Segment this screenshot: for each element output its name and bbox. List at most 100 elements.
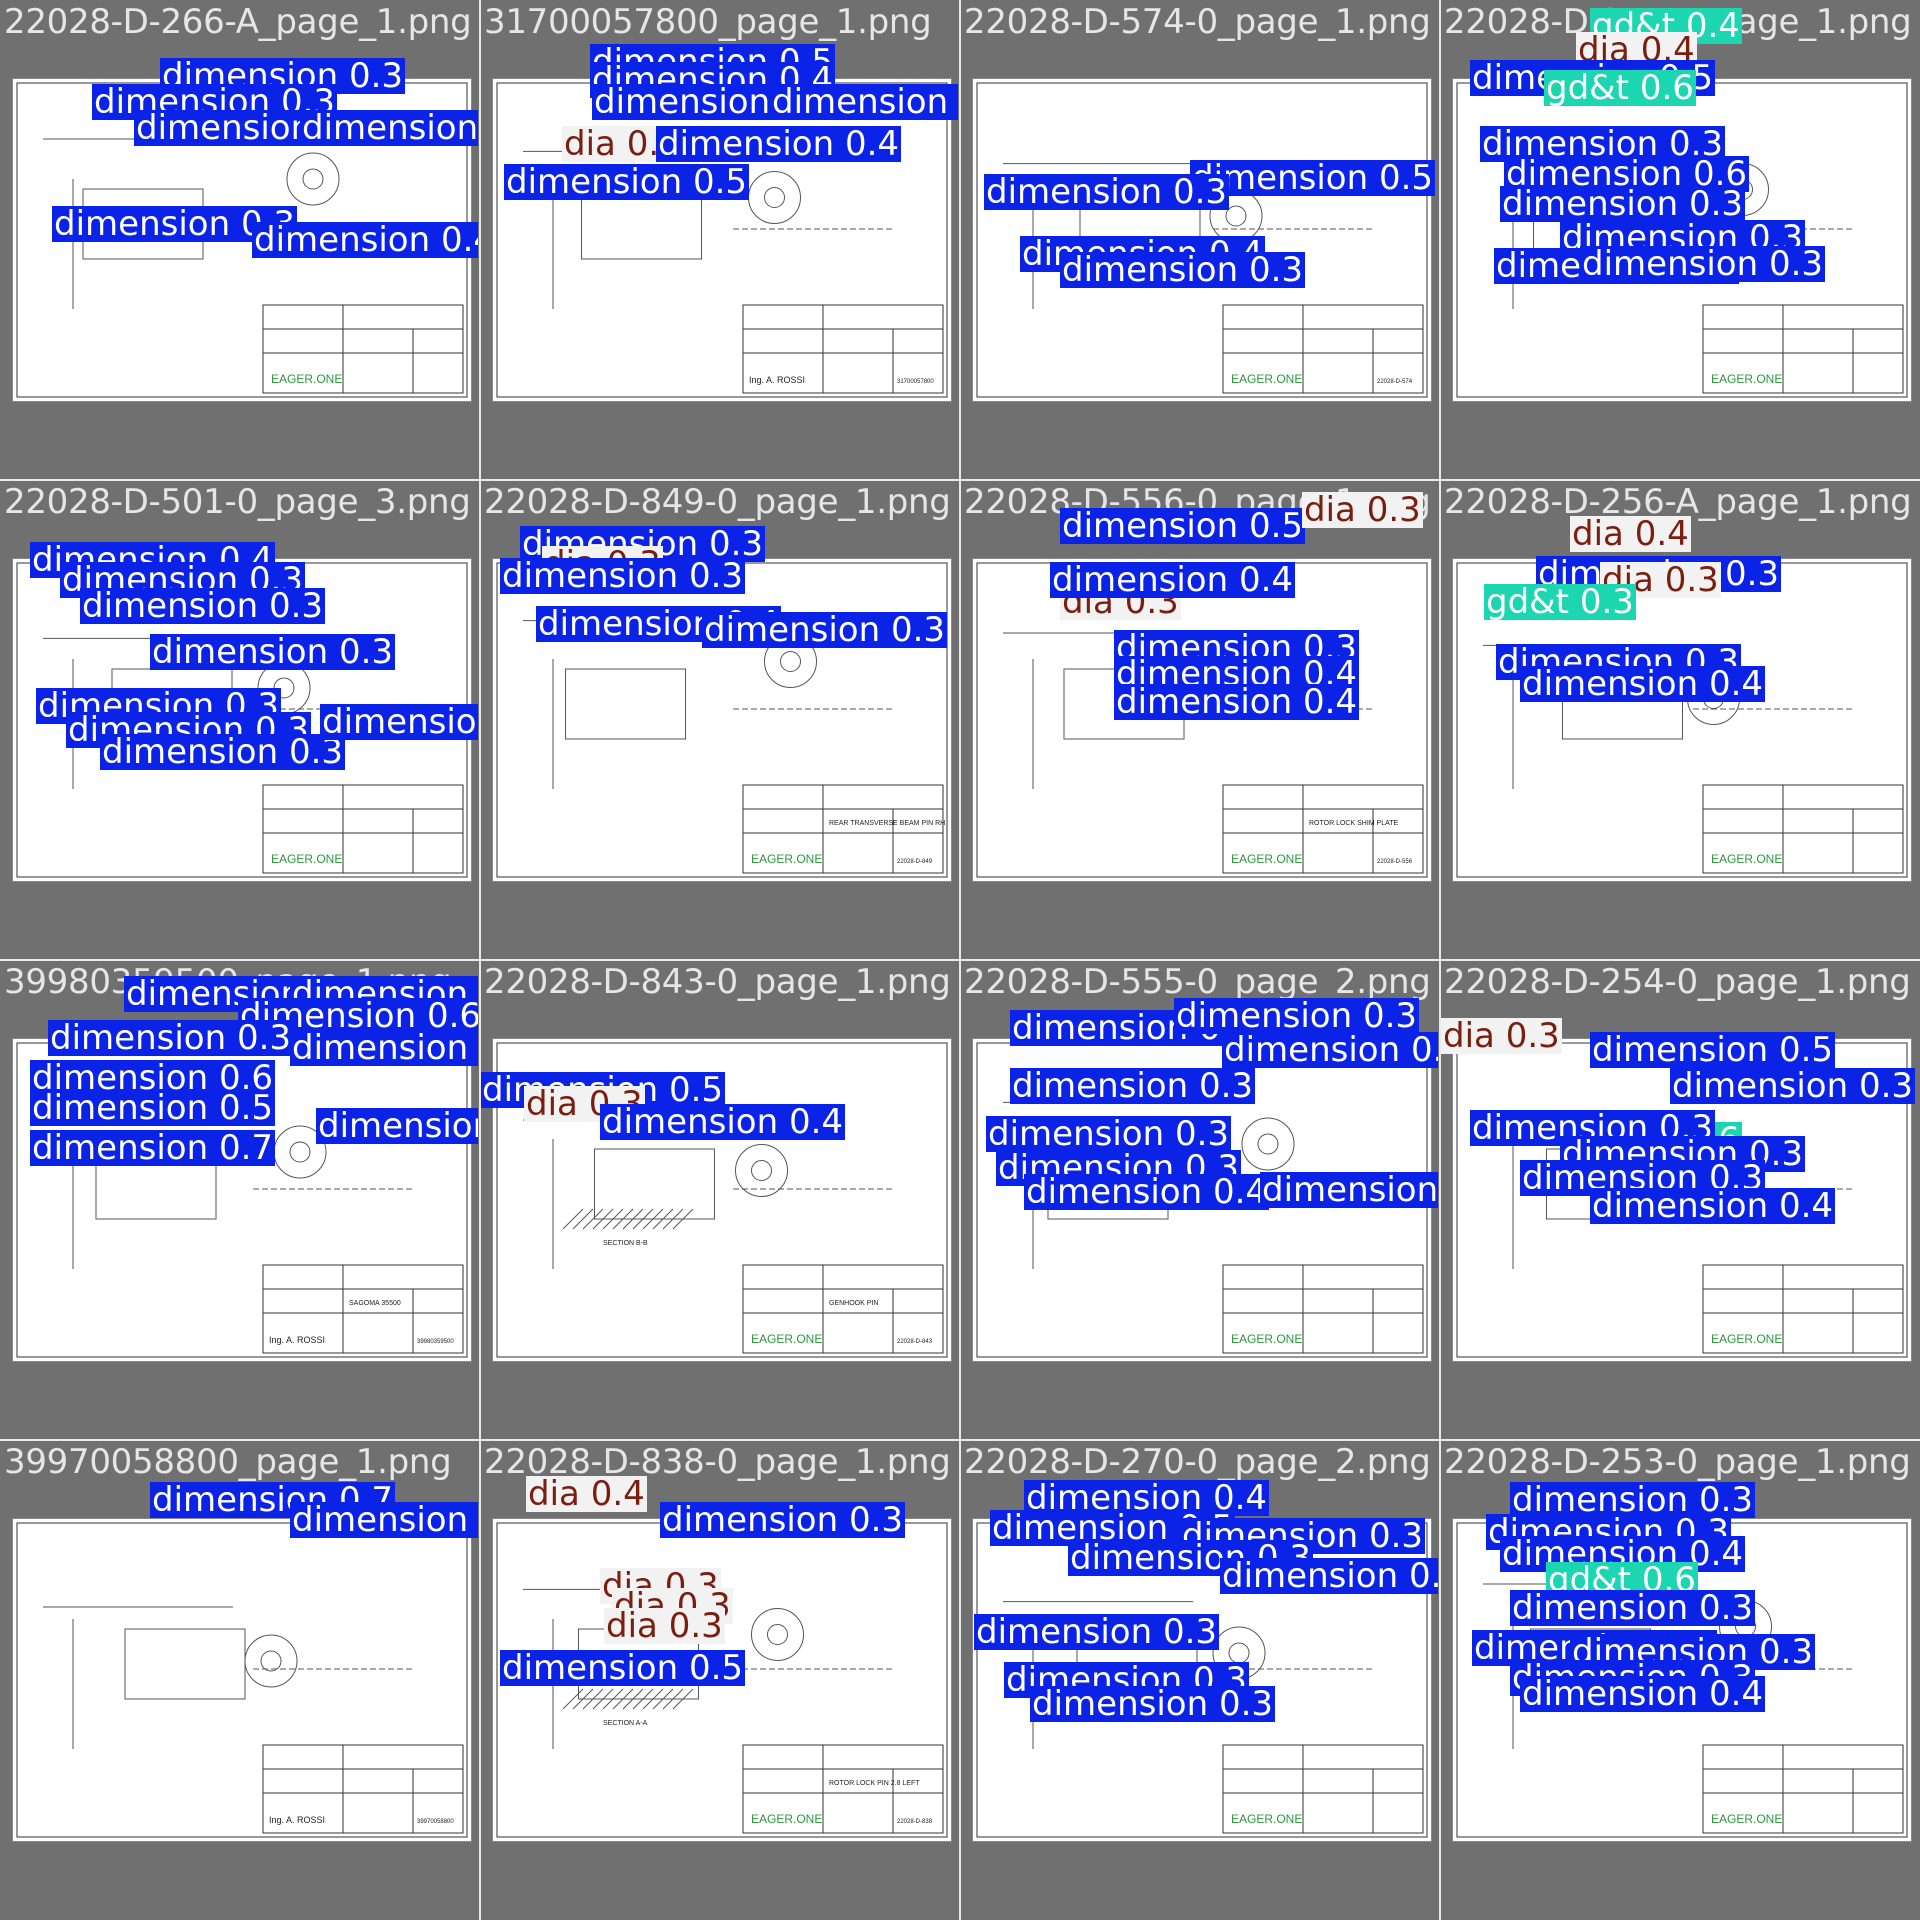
sheet-brand: EAGER.ONE bbox=[1231, 852, 1302, 866]
sheet-brand: EAGER.ONE bbox=[1711, 1332, 1782, 1346]
detection-class: dimension bbox=[152, 1480, 329, 1520]
tile-filename: 22028-D-263-A_page_1.png bbox=[1444, 2, 1912, 42]
detection-label-dimension: dimension 0.7 bbox=[150, 1480, 396, 1520]
drawing-geometry: ROTOR LOCK PIN 2.8 LEFT SECTION A-A EAGER.… bbox=[496, 1522, 948, 1838]
tile-filename: 22028-D-843-0_page_1.png bbox=[484, 962, 951, 1002]
drawing-geometry: REAR TRANSVERSE BEAM PIN RH EAGER.ONE 2202… bbox=[496, 562, 948, 878]
detection-label-dimension: dimension 0.3 bbox=[520, 526, 766, 562]
detection-confidence: 0.7 bbox=[338, 1480, 394, 1520]
detection-label-dimension: dimension 0.6 bbox=[238, 998, 478, 1034]
detection-confidence: 0.3 bbox=[1362, 996, 1418, 1036]
drawing-geometry: Ing. A. ROSSI 39970058800 bbox=[16, 1522, 468, 1838]
tile-filename: 22028-D-266-A_page_1.png bbox=[4, 2, 472, 42]
sheet-drawing-no: 31700057800 bbox=[897, 379, 934, 385]
detection-confidence: 0.4 bbox=[1212, 1478, 1268, 1518]
tile-filename: 22028-D-838-0_page_1.png bbox=[484, 1442, 951, 1482]
drawing-geometry: EAGER.ONE bbox=[1456, 82, 1908, 398]
detection-confidence: 0.5 bbox=[778, 42, 834, 82]
sheet-brand: Ing. A. ROSSI bbox=[749, 375, 805, 385]
drawing-sheet: EAGER.ONE bbox=[972, 1518, 1432, 1842]
sheet-drawing-no: 39980359500 bbox=[417, 1339, 454, 1345]
sheet-part-title: ROTOR LOCK SHIM PLATE bbox=[1309, 820, 1399, 827]
sheet-brand: EAGER.ONE bbox=[1711, 852, 1782, 866]
detection-confidence: 0.6 bbox=[426, 996, 478, 1036]
tile-filename: 39980359500_page_1.png bbox=[4, 962, 452, 1002]
tile-divider-vertical bbox=[1439, 0, 1441, 1920]
drawing-sheet: Ing. A. ROSSI 39970058800 bbox=[12, 1518, 472, 1842]
tile-filename: 22028-D-270-0_page_2.png bbox=[964, 1442, 1431, 1482]
tile-filename: 22028-D-253-0_page_1.png bbox=[1444, 1442, 1911, 1482]
sheet-brand: EAGER.ONE bbox=[271, 372, 342, 386]
drawing-sheet: EAGER.ONE bbox=[12, 78, 472, 402]
sheet-drawing-no: 39970058800 bbox=[417, 1819, 454, 1825]
sheet-section: SECTION A-A bbox=[603, 1720, 648, 1727]
sheet-brand: Ing. A. ROSSI bbox=[269, 1815, 325, 1825]
grid-tile: Ing. A. ROSSI 31700057800 31700057800_page… bbox=[480, 0, 958, 478]
drawing-geometry: EAGER.ONE bbox=[1456, 1042, 1908, 1358]
drawing-sheet: Ing. A. ROSSI 31700057800 bbox=[492, 78, 952, 402]
drawing-sheet: EAGER.ONE bbox=[1452, 78, 1912, 402]
sheet-brand: EAGER.ONE bbox=[751, 1812, 822, 1826]
detection-confidence: 0.3 bbox=[1698, 1480, 1754, 1520]
tile-filename: 31700057800_page_1.png bbox=[484, 2, 932, 42]
drawing-sheet: EAGER.ONE bbox=[12, 558, 472, 882]
sheet-part-title: REAR TRANSVERSE BEAM PIN RH bbox=[829, 820, 945, 827]
detection-class: dimension bbox=[1026, 1478, 1203, 1518]
drawing-geometry: EAGER.ONE bbox=[16, 562, 468, 878]
drawing-geometry: EAGER.ONE bbox=[976, 1522, 1428, 1838]
detection-class: dimension bbox=[592, 42, 769, 82]
sheet-brand: EAGER.ONE bbox=[1231, 1332, 1302, 1346]
tile-divider-horizontal bbox=[0, 959, 1920, 961]
drawing-sheet: EAGER.ONE bbox=[972, 1038, 1432, 1362]
grid-tile: Ing. A. ROSSI 39970058800 39970058800_page… bbox=[0, 1440, 478, 1918]
drawing-sheet: REAR TRANSVERSE BEAM PIN RH EAGER.ONE 2202… bbox=[492, 558, 952, 882]
sheet-drawing-no: 22028-D-849 bbox=[897, 859, 933, 865]
tile-divider-horizontal bbox=[0, 1439, 1920, 1441]
sheet-brand: Ing. A. ROSSI bbox=[269, 1335, 325, 1345]
tile-filename: 22028-D-256-A_page_1.png bbox=[1444, 482, 1912, 522]
tile-filename: 22028-D-254-0_page_1.png bbox=[1444, 962, 1911, 1002]
detection-label-dimension: dimension 0.3 bbox=[1174, 996, 1420, 1036]
drawing-geometry: Ing. A. ROSSI 31700057800 bbox=[496, 82, 948, 398]
drawing-sheet: EAGER.ONE bbox=[1452, 1518, 1912, 1842]
grid-tile: ROTOR LOCK PIN 2.8 LEFT SECTION A-A EAGER.… bbox=[480, 1440, 958, 1918]
tile-filename: 39970058800_page_1.png bbox=[4, 1442, 452, 1482]
sheet-section: SECTION B-B bbox=[603, 1240, 648, 1247]
sheet-drawing-no: 22028-D-843 bbox=[897, 1339, 933, 1345]
drawing-sheet: EAGER.ONE bbox=[1452, 1038, 1912, 1362]
sheet-brand: EAGER.ONE bbox=[1711, 372, 1782, 386]
tile-filename: 22028-D-556-0_page_1.png bbox=[964, 482, 1431, 522]
sheet-part-title: ROTOR LOCK PIN 2.8 LEFT bbox=[829, 1780, 920, 1787]
tile-filename: 22028-D-555-0_page_2.png bbox=[964, 962, 1431, 1002]
sheet-brand: EAGER.ONE bbox=[1711, 1812, 1782, 1826]
drawing-sheet: ROTOR LOCK PIN 2.8 LEFT SECTION A-A EAGER.… bbox=[492, 1518, 952, 1842]
sheet-brand: EAGER.ONE bbox=[751, 852, 822, 866]
sheet-drawing-no: 22028-D-574 bbox=[1377, 379, 1413, 385]
sheet-brand: EAGER.ONE bbox=[1231, 1812, 1302, 1826]
sheet-brand: EAGER.ONE bbox=[1231, 372, 1302, 386]
drawing-geometry: EAGER.ONE bbox=[16, 82, 468, 398]
tile-filename: 22028-D-849-0_page_1.png bbox=[484, 482, 951, 522]
drawing-geometry: EAGER.ONE 22028-D-574 bbox=[976, 82, 1428, 398]
sheet-drawing-no: 22028-D-838 bbox=[897, 1819, 933, 1825]
detection-class: dimension bbox=[1176, 996, 1353, 1036]
grid-tile: REAR TRANSVERSE BEAM PIN RH EAGER.ONE 2202… bbox=[480, 480, 958, 958]
